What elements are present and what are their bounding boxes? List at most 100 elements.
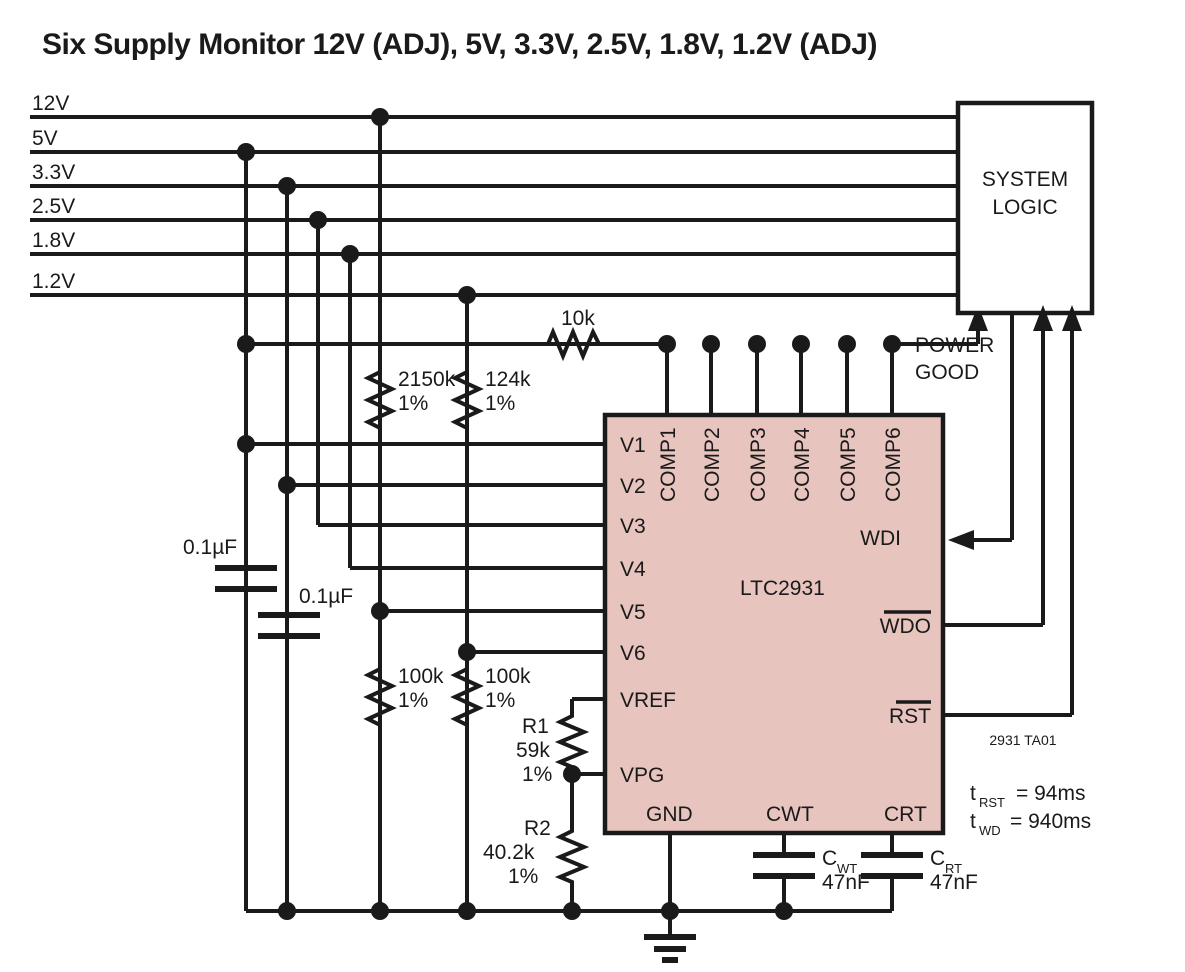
resistor-100k-b-zigzag — [450, 661, 484, 734]
junction-dot — [237, 435, 255, 453]
power-good-net: POWER GOOD — [892, 305, 994, 384]
ic-bottom-pin-labels: GND CWT CRT — [646, 803, 927, 826]
twd-value: = 940ms — [1010, 810, 1091, 833]
power-good-label-line1: POWER — [915, 334, 994, 357]
junction-dot — [309, 211, 327, 229]
resistor-2150k-tol: 1% — [398, 392, 428, 415]
junction-dot — [237, 143, 255, 161]
system-logic-label-line1: SYSTEM — [982, 168, 1068, 191]
resistor-100k-b-value: 100k — [485, 665, 531, 688]
timing-annotations: t RST = 94ms t WD = 940ms — [970, 782, 1091, 838]
rst-net — [943, 305, 1082, 717]
rail-label-12v: 12V — [32, 92, 69, 115]
comp-pin-wires — [665, 344, 894, 415]
ic-left-pin-labels: V1 V2 V3 V4 V5 V6 VREF VPG — [620, 434, 676, 787]
resistor-124k-zigzag — [450, 364, 484, 437]
junction-dot — [458, 902, 476, 920]
junction-dot — [371, 902, 389, 920]
trst-name: t — [970, 782, 976, 805]
resistor-100k-a-tol: 1% — [398, 689, 428, 712]
junction-dot — [237, 335, 255, 353]
resistor-r1-zigzag — [554, 709, 590, 774]
ic-pin-v5: V5 — [620, 601, 646, 624]
cap-cwt-sub: WT — [837, 861, 857, 876]
power-good-label-line2: GOOD — [915, 361, 979, 384]
resistor-124k: 124k 1% — [450, 364, 531, 437]
cap-crt-sub: RT — [945, 861, 962, 876]
wdo-net — [943, 305, 1053, 627]
resistor-r1-tol: 1% — [522, 763, 552, 786]
wdi-net — [948, 313, 1014, 550]
junction-dot — [458, 286, 476, 304]
cap-bypass-a-label: 0.1µF — [183, 536, 237, 559]
ic-pin-v3: V3 — [620, 515, 646, 538]
supply-rails — [30, 115, 958, 297]
resistor-r1-value: 59k — [516, 739, 550, 762]
ic-pin-wdo-group: WDO — [880, 610, 931, 638]
capacitor-bypass-a: 0.1µF — [183, 536, 277, 911]
resistor-r2-name: R2 — [524, 817, 551, 840]
junction-dot — [371, 602, 389, 620]
vref-vpg-network: R1 59k 1% R2 40.2k 1% — [483, 697, 605, 911]
resistor-100k-a: 100k 1% — [363, 661, 444, 734]
resistor-2150k-value: 2150k — [398, 368, 456, 391]
ic-top-pin-labels: COMP1 COMP2 COMP3 COMP4 COMP5 COMP6 — [657, 427, 905, 502]
resistor-r2-zigzag — [554, 824, 590, 889]
ic-pin-comp3: COMP3 — [747, 427, 770, 502]
resistor-2150k-zigzag — [363, 364, 397, 437]
comp-bus-dots — [658, 335, 901, 353]
cap-crt-value: 47nF — [930, 871, 978, 894]
rst-arrow-icon — [1062, 305, 1082, 331]
ic-right-pin-labels: WDI WDO RST — [860, 527, 931, 728]
wdo-arrow-icon — [1033, 305, 1053, 331]
ic-pin-wdi: WDI — [860, 527, 901, 550]
junction-dot — [775, 902, 793, 920]
resistor-10k: 10k — [540, 307, 608, 362]
part-reference-label: 2931 TA01 — [989, 732, 1056, 748]
ground-symbol-icon — [644, 911, 696, 963]
resistor-r1-name: R1 — [522, 715, 549, 738]
ic-pin-wdo: WDO — [880, 615, 931, 638]
system-logic-label-line2: LOGIC — [992, 196, 1057, 219]
resistor-124k-tol: 1% — [485, 392, 515, 415]
junction-dot — [278, 476, 296, 494]
twd-sub: WD — [979, 823, 1001, 838]
ic-body-ltc2931 — [602, 412, 946, 836]
ic-pin-comp1: COMP1 — [657, 427, 680, 502]
twd-name: t — [970, 810, 976, 833]
resistor-100k-b-tol: 1% — [485, 689, 515, 712]
wdi-arrow-icon — [948, 530, 974, 550]
rail-label-1v2: 1.2V — [32, 270, 75, 293]
ic-pin-rst: RST — [889, 705, 931, 728]
resistor-10k-zigzag — [540, 326, 608, 362]
cwt-crt-labels: C WT 47nF C RT 47nF — [822, 847, 978, 894]
ic-pin-v2: V2 — [620, 475, 646, 498]
resistor-10k-label: 10k — [561, 307, 595, 330]
resistor-r2-value: 40.2k — [483, 841, 535, 864]
junction-dot — [458, 643, 476, 661]
ic-pin-cwt: CWT — [766, 803, 814, 826]
resistor-100k-a-value: 100k — [398, 665, 444, 688]
rail-label-5v: 5V — [32, 127, 58, 150]
rail-label-1v8: 1.8V — [32, 229, 75, 252]
junction-dot — [371, 108, 389, 126]
ic-pin-rst-group: RST — [889, 700, 931, 728]
resistor-2150k: 2150k 1% — [363, 364, 456, 437]
trst-value: = 94ms — [1016, 782, 1085, 805]
resistor-100k-a-zigzag — [363, 661, 397, 734]
resistor-r2-tol: 1% — [508, 865, 538, 888]
ic-pin-crt: CRT — [884, 803, 927, 826]
capacitor-bypass-b: 0.1µF — [258, 585, 353, 639]
junction-dot — [341, 245, 359, 263]
cap-cwt-name: C — [822, 847, 837, 870]
rail-label-2v5: 2.5V — [32, 195, 75, 218]
cap-cwt-value: 47nF — [822, 871, 870, 894]
resistor-100k-b: 100k 1% — [450, 661, 531, 734]
vsense-wires — [237, 435, 605, 661]
rail-labels: 12V 5V 3.3V 2.5V 1.8V 1.2V — [32, 92, 75, 293]
ic-bottom-wires — [668, 833, 923, 911]
system-logic-block — [955, 100, 1095, 316]
junction-dot — [278, 902, 296, 920]
page-title: Six Supply Monitor 12V (ADJ), 5V, 3.3V, … — [42, 28, 877, 61]
